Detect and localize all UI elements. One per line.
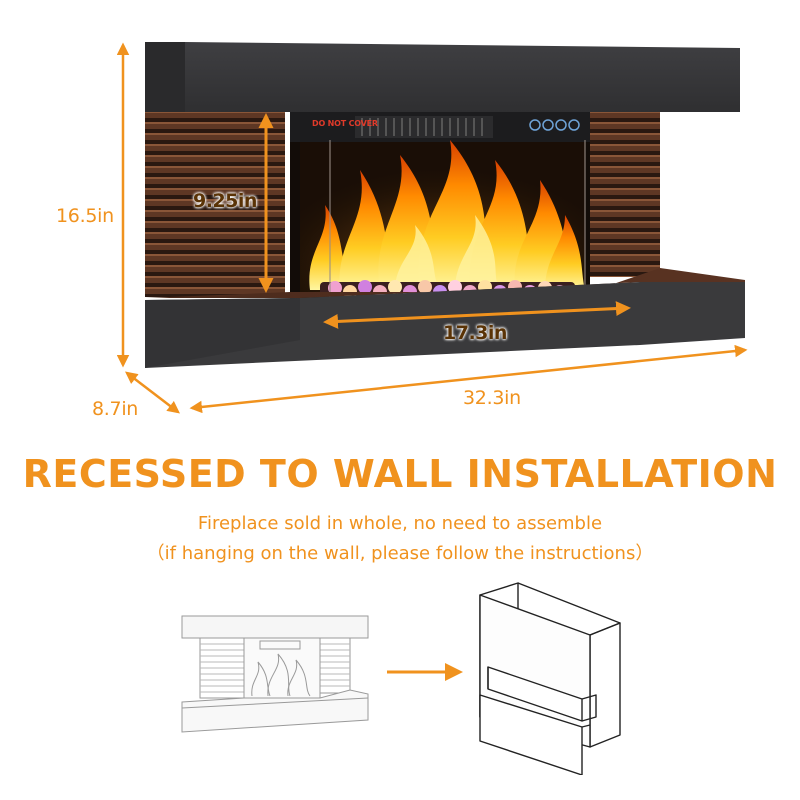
- subtext-line-2: （if hanging on the wall, please follow t…: [146, 543, 654, 564]
- do-not-cover-label: DO NOT COVER: [312, 119, 378, 128]
- fireplace-line-drawing: [181, 615, 369, 733]
- subtext-line-1: Fireplace sold in whole, no need to asse…: [197, 513, 603, 534]
- fireplace-illustration: [145, 42, 745, 368]
- installation-headline: RECESSED TO WALL INSTALLATION: [22, 452, 778, 496]
- width-dimension-label: 32.3in: [463, 387, 521, 409]
- touch-control-panel: [529, 119, 580, 131]
- dimension-lines: [116, 42, 748, 414]
- firebox-width-label: 17.3in: [443, 322, 507, 344]
- right-slat-panel: [590, 112, 660, 277]
- firebox-height-label: 9.25in: [193, 190, 257, 212]
- height-dimension-label: 16.5in: [56, 205, 114, 227]
- arrow-right-icon: [387, 663, 463, 681]
- top-mantel: [145, 42, 740, 112]
- depth-dimension-label: 8.7in: [92, 398, 139, 420]
- wall-recess-diagram: [479, 582, 621, 775]
